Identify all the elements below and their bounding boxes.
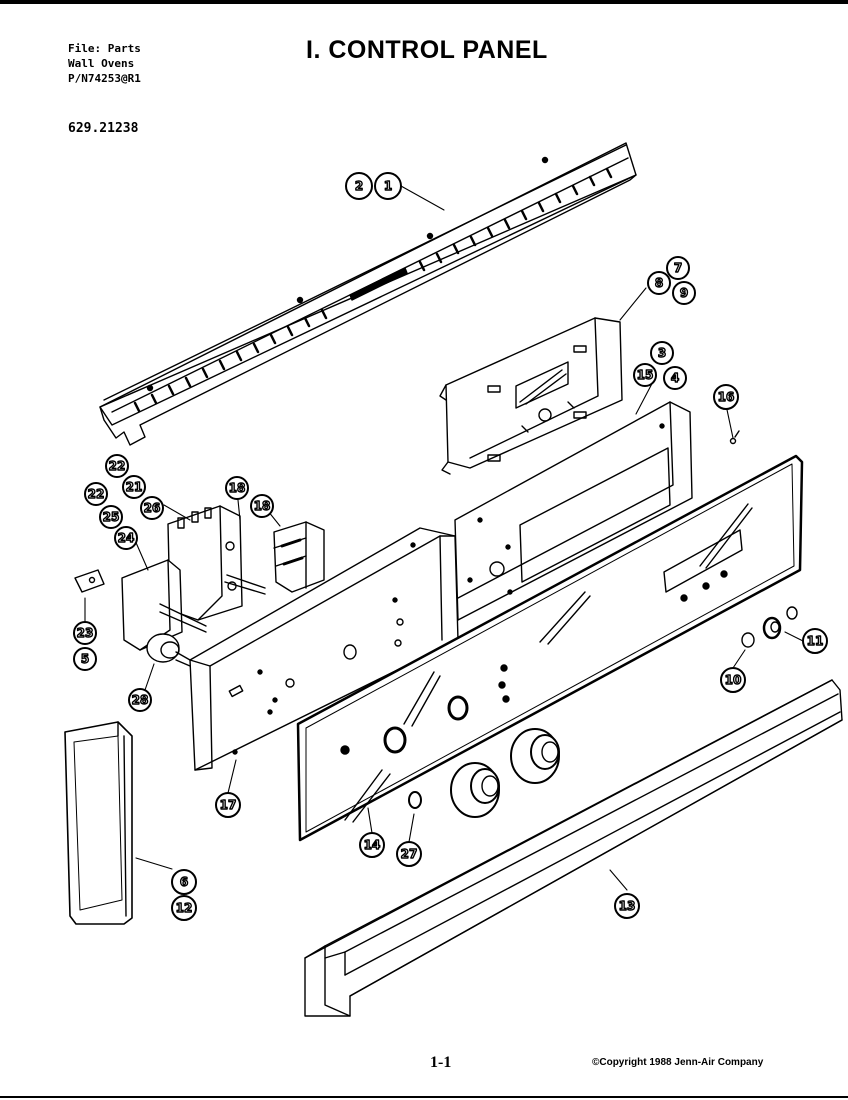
knob-insert-27 xyxy=(408,791,422,809)
callout-10: 10 xyxy=(720,667,746,693)
page-number: 1-1 xyxy=(430,1054,452,1071)
callout-8-label: 8 xyxy=(655,276,663,290)
callout-23-label: 23 xyxy=(77,626,94,640)
header-part-number: P/N74253@R1 xyxy=(68,72,141,85)
callout-26: 26 xyxy=(140,496,164,520)
oven-knob-right xyxy=(510,728,560,784)
callout-14-label: 14 xyxy=(364,838,381,852)
callout-28: 28 xyxy=(128,688,152,712)
callout-6-label: 6 xyxy=(180,875,188,889)
callout-8: 8 xyxy=(647,271,671,295)
page-title: I. CONTROL PANEL xyxy=(306,36,548,64)
relay-18 xyxy=(273,521,325,593)
bottom-rule xyxy=(0,1096,848,1098)
callout-18-lower-label: 18 xyxy=(254,499,271,513)
callout-22-left: 22 xyxy=(84,482,108,506)
knob-parts-10-11 xyxy=(741,606,798,648)
callout-9: 9 xyxy=(672,281,696,305)
header-product-line: Wall Ovens xyxy=(68,57,135,70)
callout-10-label: 10 xyxy=(725,673,742,687)
callout-27: 27 xyxy=(396,841,422,867)
callout-15: 15 xyxy=(633,363,657,387)
callout-3-label: 3 xyxy=(658,346,666,360)
callout-24-label: 24 xyxy=(118,531,135,545)
callout-12-label: 12 xyxy=(176,901,193,915)
callout-4-label: 4 xyxy=(671,371,679,385)
clock-module xyxy=(439,317,623,475)
callout-2: 2 xyxy=(345,172,373,200)
trim-bar-slots xyxy=(133,167,613,413)
callout-15-label: 15 xyxy=(637,368,654,382)
callout-4: 4 xyxy=(663,366,687,390)
callout-13: 13 xyxy=(614,893,640,919)
callout-16: 16 xyxy=(713,384,739,410)
callout-11: 11 xyxy=(802,628,828,654)
callout-2-label: 2 xyxy=(355,179,363,193)
header-file-line: File: Parts xyxy=(68,42,141,55)
infinite-switch-assembly xyxy=(121,505,266,667)
callout-17-label: 17 xyxy=(220,798,237,812)
callout-16-label: 16 xyxy=(718,390,735,404)
callout-22-top-label: 22 xyxy=(109,459,126,473)
callout-22-top: 22 xyxy=(105,454,129,478)
top-rule xyxy=(0,0,848,4)
callout-25-label: 25 xyxy=(103,510,120,524)
callout-24: 24 xyxy=(114,526,138,550)
callout-1: 1 xyxy=(374,172,402,200)
callout-23: 23 xyxy=(73,621,97,645)
callout-14: 14 xyxy=(359,832,385,858)
callout-18-lower: 18 xyxy=(250,494,274,518)
left-panel-box xyxy=(189,527,459,771)
control-panel-glass xyxy=(296,454,804,842)
callout-17: 17 xyxy=(215,792,241,818)
callout-5-label: 5 xyxy=(81,652,89,666)
callout-6: 6 xyxy=(171,869,197,895)
callout-9-label: 9 xyxy=(680,286,688,300)
oven-knob-left xyxy=(450,762,500,818)
callout-11-label: 11 xyxy=(807,634,824,648)
callout-12: 12 xyxy=(171,895,197,921)
callout-27-label: 27 xyxy=(401,847,418,861)
callout-3: 3 xyxy=(650,341,674,365)
callout-13-label: 13 xyxy=(619,899,636,913)
callout-1-label: 1 xyxy=(384,179,392,193)
callout-5: 5 xyxy=(73,647,97,671)
callout-25: 25 xyxy=(99,505,123,529)
model-number: 629.21238 xyxy=(68,121,139,136)
callout-18-upper-label: 18 xyxy=(229,481,246,495)
callout-26-label: 26 xyxy=(144,501,161,515)
callout-22-left-label: 22 xyxy=(88,487,105,501)
callout-21: 21 xyxy=(122,475,146,499)
copyright-notice: ©Copyright 1988 Jenn-Air Company xyxy=(592,1057,764,1068)
bottom-channel-trim xyxy=(304,679,843,1017)
side-frame xyxy=(64,721,133,925)
callout-28-label: 28 xyxy=(132,693,149,707)
callout-7-label: 7 xyxy=(674,261,682,275)
top-trim-bar xyxy=(99,142,637,446)
callout-7: 7 xyxy=(666,256,690,280)
callout-21-label: 21 xyxy=(126,480,143,494)
clip-23 xyxy=(74,569,105,593)
callout-18-upper: 18 xyxy=(225,476,249,500)
